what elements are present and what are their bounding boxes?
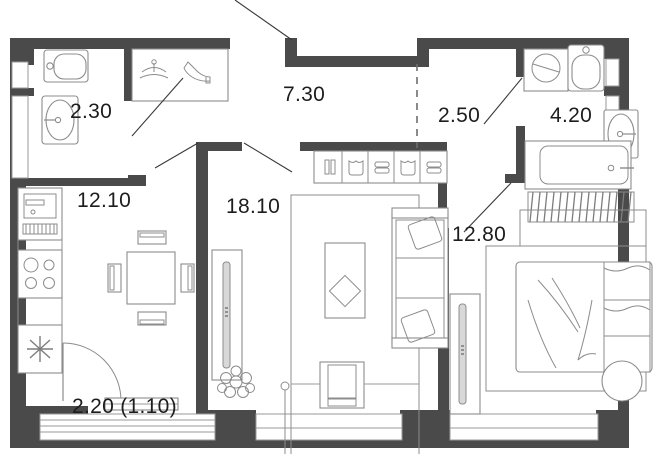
plant-icon: [217, 365, 255, 398]
wardrobe-icon: [313, 150, 448, 184]
sink-icon: [41, 95, 79, 145]
kitchen-fixtures: [17, 187, 195, 411]
area-label-hall: 7.30: [283, 83, 326, 106]
door-balcony-icon: [62, 342, 122, 402]
area-label-balcony: 2.20 (1.10): [72, 395, 177, 418]
bedroom-fixtures: [485, 209, 653, 402]
linen-glyph-2: [426, 161, 442, 174]
bathtub-icon: [524, 140, 634, 190]
area-label-kitchen: 12.10: [77, 189, 132, 212]
stove-icon: [17, 249, 63, 299]
linen-glyph: [374, 161, 390, 174]
shoe-icon: [183, 61, 211, 84]
basket-glyph: [348, 160, 364, 176]
bed-icon: [515, 261, 653, 373]
radiator-icon: [527, 191, 635, 223]
coffee-table-icon: [324, 242, 366, 319]
hanger-icon: [139, 59, 169, 79]
area-label-wc: 2.30: [70, 100, 113, 123]
pillow-icon-2: [400, 309, 436, 343]
pillow-icon: [407, 216, 443, 250]
area-label-bathroom: 4.20: [550, 104, 593, 127]
area-label-living: 18.10: [226, 195, 281, 218]
nightstand-icon: [601, 360, 643, 402]
leader-lines: [131, 0, 523, 233]
armchair-icon: [291, 361, 419, 409]
tv-icon-2: [449, 293, 481, 415]
kitchen-sink-icon: [17, 187, 63, 241]
basket-glyph-2: [400, 160, 416, 176]
tv-icon: [211, 249, 243, 381]
dining-table-icon: [107, 230, 195, 326]
toilet-icon-2: [567, 44, 605, 92]
floor-lamp-icon: [280, 381, 290, 454]
living-fixtures: [211, 150, 481, 454]
washing-machine-icon: [523, 48, 569, 92]
toilet-icon: [43, 49, 89, 83]
wc-fixtures: [41, 49, 89, 145]
area-label-hall2: 2.50: [438, 104, 481, 127]
clothes-glyph: [324, 159, 336, 175]
area-label-bedroom: 12.80: [452, 223, 507, 246]
bathroom-fixtures: [523, 44, 639, 223]
refrigerator-icon: [17, 324, 63, 374]
closet-icon: [131, 48, 229, 102]
sofa-icon: [391, 207, 449, 349]
